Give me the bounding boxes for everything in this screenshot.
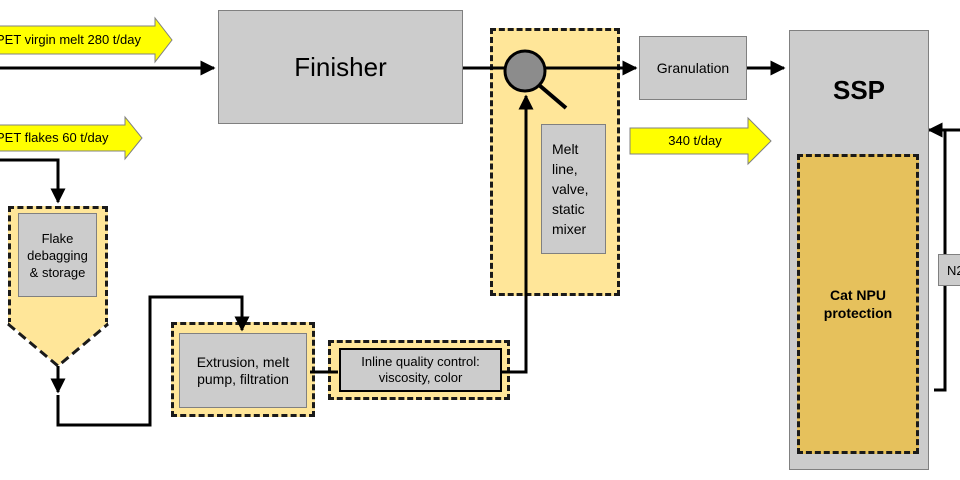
mixer-valve-symbol: [503, 49, 547, 93]
virgin-melt-arrow: [0, 16, 173, 64]
finisher-box: Finisher: [218, 10, 463, 124]
inline-qc-label: Inline quality control: viscosity, color: [361, 354, 480, 385]
virgin-melt-label: PET virgin melt 280 t/day: [0, 32, 141, 47]
granulation-box: Granulation: [639, 36, 747, 100]
melt-line-box: Melt line, valve, static mixer: [541, 124, 606, 254]
extrusion-label: Extrusion, melt pump, filtration: [196, 353, 290, 387]
cat-npu-zone: Cat NPU protection: [797, 154, 919, 454]
cat-npu-label: Cat NPU protection: [823, 287, 893, 321]
output-flow-arrow: [629, 116, 772, 166]
melt-line-label: Melt line, valve, static mixer: [552, 141, 589, 237]
inline-qc-box: Inline quality control: viscosity, color: [339, 348, 502, 392]
flakes-label: PET flakes 60 t/day: [0, 130, 109, 145]
n2-box: N2: [938, 254, 960, 286]
n2-label: N2: [947, 262, 960, 278]
flake-storage-label: Flake debagging & storage: [27, 230, 88, 280]
output-flow-label: 340 t/day: [668, 133, 722, 148]
extrusion-box: Extrusion, melt pump, filtration: [179, 333, 307, 408]
granulation-label: Granulation: [656, 60, 730, 76]
finisher-label: Finisher: [294, 51, 387, 82]
flakes-arrow: [0, 115, 143, 161]
ssp-label: SSP: [832, 75, 886, 105]
hopper-cone: [8, 322, 108, 366]
flake-storage-box: Flake debagging & storage: [18, 213, 97, 297]
